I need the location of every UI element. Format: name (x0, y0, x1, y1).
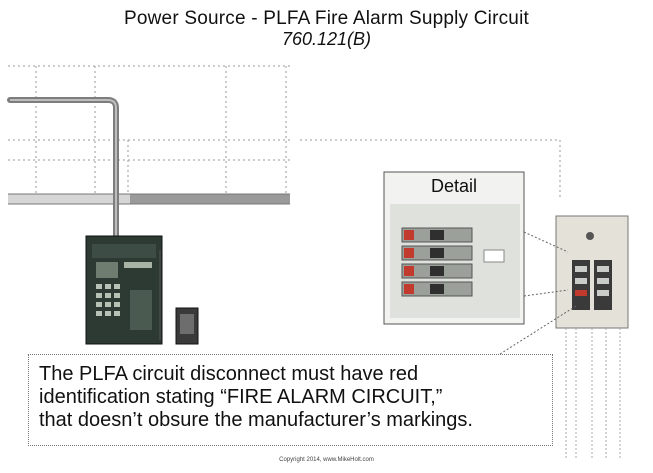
conduit (7, 97, 119, 243)
requirement-callout: The PLFA circuit disconnect must have re… (28, 354, 553, 446)
callout-line: The PLFA circuit disconnect must have re… (39, 363, 419, 385)
electrical-panel (555, 215, 629, 329)
page-title: Power Source - PLFA Fire Alarm Supply Ci… (124, 8, 529, 29)
detail-box (383, 171, 525, 325)
fire-alarm-control-panel (85, 235, 163, 345)
callout-line: identification stating “FIRE ALARM CIRCU… (39, 386, 443, 408)
floor-beam (8, 193, 290, 205)
leader-lines (499, 231, 577, 355)
copyright-notice: Copyright 2014, www.MikeHolt.com (279, 457, 374, 463)
detail-label: Detail (430, 176, 478, 196)
battery (175, 307, 199, 345)
code-reference: 760.121(B) (281, 29, 372, 49)
panel-conduits (565, 328, 621, 460)
detail-breakers (401, 227, 505, 297)
callout-line: that doesn’t obsure the manufacturer’s m… (39, 409, 473, 431)
wall-framing (8, 65, 561, 200)
